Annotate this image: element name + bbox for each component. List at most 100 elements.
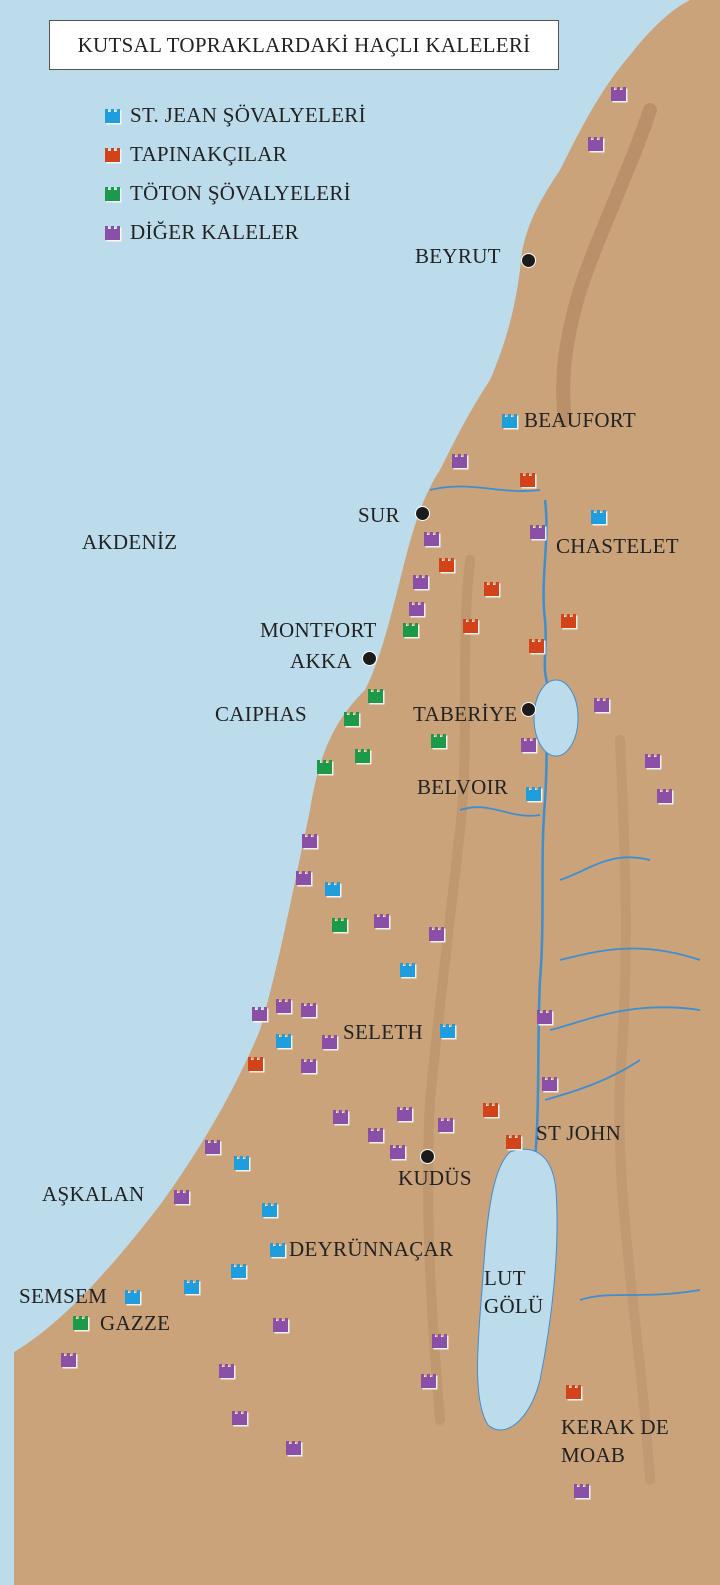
castle-icon[interactable] [366,1125,385,1144]
castle-icon[interactable] [320,1032,339,1051]
castle-icon[interactable] [229,1261,248,1280]
castle-icon[interactable] [299,1000,318,1019]
legend-label: TAPINAKÇILAR [130,142,288,166]
castle-icon[interactable] [342,709,361,728]
castle-icon[interactable] [411,572,430,591]
castle-icon[interactable] [450,451,469,470]
castle-icon[interactable] [268,1240,287,1259]
city-dot [362,651,377,666]
castle-icon[interactable] [528,522,547,541]
castle-icon[interactable] [461,616,480,635]
place-label-st-john: ST JOHN [536,1121,622,1145]
castle-icon[interactable] [232,1153,251,1172]
legend: ST. JEAN ŞÖVALYELERİ TAPINAKÇILAR TÖTON … [103,96,366,252]
castle-icon[interactable] [524,784,543,803]
place-label-askalan: AŞKALAN [42,1182,145,1206]
castle-icon[interactable] [330,915,349,934]
place-label-gazze: GAZZE [100,1311,171,1335]
place-label-seleth: SELETH [343,1020,423,1044]
city-label-taberiye: TABERİYE [413,702,518,726]
castle-icon[interactable] [299,1056,318,1075]
castle-icon[interactable] [589,507,608,526]
castle-icon[interactable] [527,636,546,655]
river [429,485,701,1301]
castle-icon[interactable] [422,529,441,548]
castle-icon[interactable] [274,996,293,1015]
castle-icon[interactable] [331,1107,350,1126]
place-label-semsem: SEMSEM [19,1284,108,1308]
castle-icon[interactable] [388,1142,407,1161]
map-title: KUTSAL TOPRAKLARDAKİ HAÇLI KALELERİ [49,20,559,70]
sea-of-galilee [533,679,579,757]
castle-icon[interactable] [123,1287,142,1306]
place-label-chastelet: CHASTELET [556,534,679,558]
castle-icon[interactable] [300,831,319,850]
castle-icon[interactable] [419,1371,438,1390]
castle-icon[interactable] [271,1315,290,1334]
mountain-ridge [556,103,657,427]
castle-icon[interactable] [172,1187,191,1206]
castle-icon[interactable] [250,1004,269,1023]
castle-icon[interactable] [71,1313,90,1332]
castle-icon[interactable] [372,911,391,930]
castle-icon[interactable] [592,695,611,714]
lake-label: LUT GÖLÜ [484,1266,544,1318]
castle-icon[interactable] [609,84,628,103]
castle-icon[interactable] [429,731,448,750]
castle-icon[interactable] [59,1350,78,1369]
legend-label: ST. JEAN ŞÖVALYELERİ [130,103,366,127]
castle-icon[interactable] [246,1054,265,1073]
castle-icon[interactable] [481,1100,500,1119]
castle-icon[interactable] [401,620,420,639]
castle-icon [105,148,122,164]
castle-icon[interactable] [540,1074,559,1093]
castle-icon[interactable] [586,134,605,153]
castle-icon[interactable] [294,868,313,887]
place-label-beaufort: BEAUFORT [524,408,636,432]
castle-icon[interactable] [572,1481,591,1500]
place-label-montfort: MONTFORT [260,618,377,642]
place-label-caiphas: CAIPHAS [215,702,307,726]
castle-icon[interactable] [518,470,537,489]
castle-icon[interactable] [260,1200,279,1219]
castle-icon[interactable] [438,1021,457,1040]
castle-icon[interactable] [519,735,538,754]
castle-icon[interactable] [436,1115,455,1134]
place-label-belvoir: BELVOIR [417,775,509,799]
castle-icon[interactable] [655,786,674,805]
castle-icon[interactable] [559,611,578,630]
castle-icon[interactable] [407,599,426,618]
castle-icon[interactable] [535,1007,554,1026]
castle-icon[interactable] [398,960,417,979]
castle-icon[interactable] [500,411,519,430]
castle-icon[interactable] [395,1104,414,1123]
city-label-sur: SUR [358,503,400,527]
city-label-akka: AKKA [290,649,352,673]
castle-icon[interactable] [504,1132,523,1151]
castle-icon[interactable] [430,1331,449,1350]
dead-sea [477,1148,558,1431]
castle-icon[interactable] [366,686,385,705]
castle-icon[interactable] [203,1137,222,1156]
castle-icon[interactable] [643,751,662,770]
castle-icon[interactable] [482,579,501,598]
legend-item-other: DİĞER KALELER [103,213,366,252]
legend-item-teutonic: TÖTON ŞÖVALYELERİ [103,174,366,213]
castle-icon[interactable] [230,1408,249,1427]
mountain-ridge [423,555,475,1425]
castle-icon[interactable] [437,555,456,574]
castle-icon[interactable] [564,1382,583,1401]
castle-icon[interactable] [182,1277,201,1296]
legend-item-templar: TAPINAKÇILAR [103,135,366,174]
castle-icon[interactable] [323,879,342,898]
city-dot [521,702,536,717]
castle-icon[interactable] [284,1438,303,1457]
castle-icon [105,187,122,203]
sea-label: AKDENİZ [82,530,178,554]
castle-icon[interactable] [427,924,446,943]
castle-icon[interactable] [315,757,334,776]
castle-icon[interactable] [353,746,372,765]
castle-icon[interactable] [217,1361,236,1380]
castle-icon[interactable] [274,1031,293,1050]
